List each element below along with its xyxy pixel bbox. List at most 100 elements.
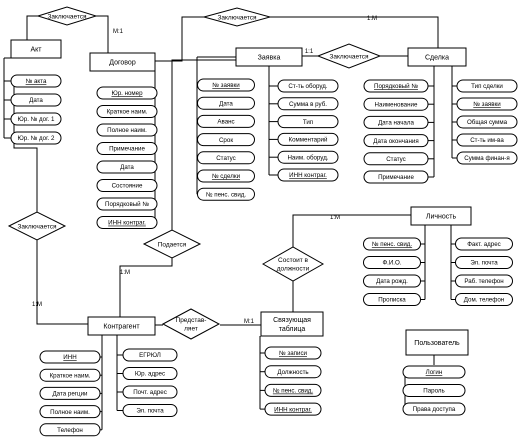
label-text: таблица [279,325,306,333]
attribute-№ пенс. свид.: № пенс. свид. [363,237,421,251]
connector-line [155,16,205,62]
label-text: Ст-ть им-ва [470,137,504,144]
label-text: Ст-ть оборуд. [288,83,327,90]
label-text: Наименование [375,101,418,108]
label-text: Пользователь [414,340,460,347]
attribute-№ акта: № акта [10,74,62,88]
attribute-Порядковый №: Порядковый № [96,197,158,211]
entity-kontragent[interactable]: Контрагент [87,316,156,336]
attribute-Наименование: Наименование [363,97,429,111]
entity-dogovor[interactable]: Договор [89,52,156,72]
attribute-ИНН: ИНН [39,350,101,364]
attribute-Комментарий: Комментарий [277,132,339,146]
attribute-Состояние: Состояние [96,179,158,192]
attribute-Сумма финан-я: Сумма финан-я [456,151,518,165]
label-text: Дата [219,100,233,107]
label-text: Дом. телефон [464,297,504,304]
entity-lichnost[interactable]: Личность [410,206,472,226]
label-text: Дата рожд. [376,278,408,285]
attribute-Эл. почта: Эл. почта [122,404,178,417]
label-text: Права доступа [413,406,456,413]
label-text: Должность [277,369,308,376]
cardinality-label: 1:М [120,270,130,276]
attribute-Логин: Логин [402,365,466,379]
connector-line [292,214,411,247]
attribute-Факт. адрес: Факт. адрес [455,237,513,251]
relation-akt-dogovor[interactable]: Заключается [36,6,98,26]
attribute-Юр. адрес: Юр. адрес [122,367,178,380]
cardinality-label: 1:М [330,215,340,221]
attribute-Дата рожд.: Дата рожд. [363,274,421,288]
entity-zayavka[interactable]: Заявка [235,47,303,67]
attribute-Краткое наим.: Краткое наим. [39,368,101,382]
attribute-Статус: Статус [197,151,255,165]
label-text: Контрагент [103,323,140,330]
attribute-Прописка: Прописка [363,293,421,306]
label-text: Ф.И.О. [382,260,401,267]
attribute-Юр. № дог. 2: Юр. № дог. 2 [10,131,62,145]
attribute-Должность: Должность [264,365,322,379]
entity-sdelka[interactable]: Сделка [407,47,467,67]
attribute-Наим. оборуд.: Наим. оборуд. [277,150,339,164]
label-text: № пенс. свид. [372,241,413,248]
label-text: Логин [426,369,443,376]
label-text: Наим. оборуд. [287,154,328,161]
label-text: Раб. телефон [464,278,503,285]
label-text: Сделка [425,54,449,61]
label-text: Сумма финан-я [464,155,509,162]
relation-zayavka-sdelka[interactable]: Заключается [316,43,382,69]
relation-dogovor-sdelka[interactable]: Заключается [202,7,272,27]
attribute-ИНН контраг.: ИНН контраг. [277,168,339,182]
label-text: ИНН [63,354,76,361]
attribute-ЕГРЮЛ: ЕГРЮЛ [122,348,178,362]
label-text: ИНН контраг. [289,172,327,179]
entity-akt[interactable]: Акт [10,39,62,59]
attribute-Юр. № дог. 1: Юр. № дог. 1 [10,112,62,126]
label-text: Дата [120,164,134,171]
attribute-Дата начала: Дата начала [363,115,429,129]
relation-kontragent-akt[interactable]: Заключается [7,211,67,241]
label-text: Договор [109,59,136,66]
attribute-Дата регции: Дата регции [39,386,101,400]
attribute-Статус: Статус [363,152,429,166]
attribute-Примечание: Примечание [96,142,158,155]
label-text: Юр. № дог. 1 [18,116,55,123]
label-text: Примечание [378,174,414,181]
attribute-№ сделки: № сделки [197,169,255,183]
label-text: Краткое наим. [107,109,148,116]
attribute-Порядковый №: Порядковый № [363,79,429,93]
label-text: Состояние [112,183,143,190]
label-text: Юр. номер [111,90,143,97]
attribute-Тип: Тип [277,115,339,129]
label-text: Краткое наим. [50,372,91,379]
relation-kontragent-dogovor[interactable]: Подается [142,229,202,259]
label-text: Сумма в руб. [289,101,327,108]
label-text: Представ- [176,317,207,324]
attribute-Тип сделки: Тип сделки [456,79,518,93]
label-text: Дата начала [378,120,414,127]
cardinality-label: 1:1 [305,49,314,55]
attribute-Сумма в руб.: Сумма в руб. [277,97,339,111]
entity-polzovatel[interactable]: Пользователь [405,329,469,356]
label-text: Дата окончания [373,138,418,145]
label-text: Акт [30,46,42,53]
label-text: Телефон [57,427,83,434]
label-text: Порядковый № [374,83,418,90]
label-text: Почт. адрес [133,389,167,396]
relation-predstavlyaet[interactable]: Представ-ляет [161,308,221,340]
label-text: Полное наим. [107,127,147,134]
label-text: Дата [29,97,43,104]
label-text: Общая сумма [467,119,508,126]
label-text: ИНН контраг. [108,220,146,227]
label-text: Эл. почта [136,408,164,415]
attribute-Срок: Срок [197,133,255,147]
label-text: № акта [26,78,47,85]
label-text: Личность [426,213,457,220]
attribute-Юр. номер: Юр. номер [96,86,158,100]
connector-line [96,15,109,53]
attribute-Общая сумма: Общая сумма [456,115,518,129]
label-text: Пароль [423,388,444,395]
